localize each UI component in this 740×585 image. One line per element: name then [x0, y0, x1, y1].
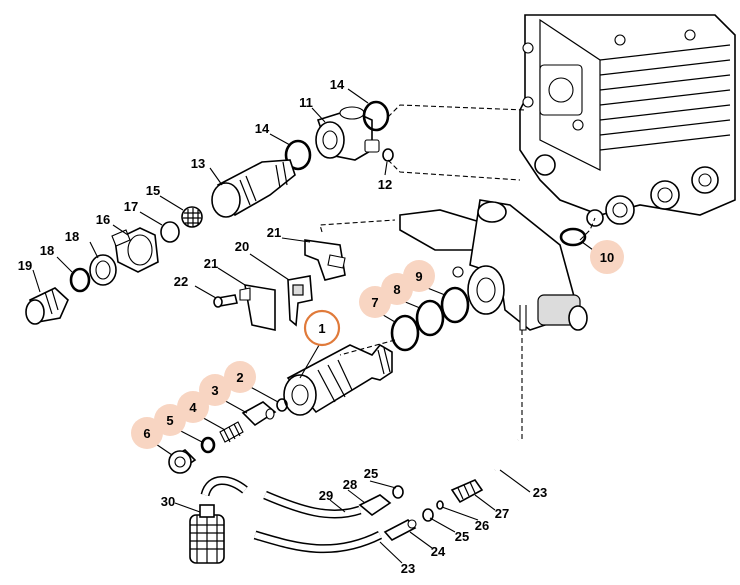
clip-20	[287, 275, 313, 327]
bracket-21-bottom	[239, 284, 276, 331]
o-ring-14-left	[284, 139, 312, 171]
suction-filter-30	[189, 504, 225, 564]
callout-2[interactable]: 2	[236, 370, 243, 385]
o-ring-12	[382, 148, 394, 162]
callout-15[interactable]: 15	[146, 183, 160, 198]
hose-nipple-19	[25, 287, 69, 325]
callout-23-bottom[interactable]: 23	[401, 561, 415, 576]
o-ring-18-left	[69, 267, 91, 293]
callout-25-top[interactable]: 25	[364, 466, 378, 481]
plug-6	[168, 449, 197, 474]
coupling-16	[111, 227, 159, 273]
o-ring-10	[559, 227, 587, 247]
valve-cartridge	[283, 343, 393, 416]
bracket-21-top	[304, 239, 346, 281]
callout-highlights	[131, 240, 624, 449]
o-ring-8	[415, 299, 445, 337]
fitting-27	[450, 479, 484, 504]
callout-26[interactable]: 26	[475, 518, 489, 533]
pump-housing	[519, 14, 736, 227]
o-ring-7	[390, 314, 420, 352]
callout-19[interactable]: 19	[18, 258, 32, 273]
callout-7[interactable]: 7	[371, 295, 378, 310]
callout-21-bottom[interactable]: 21	[204, 256, 218, 271]
callout-14-left[interactable]: 14	[255, 121, 270, 136]
callout-23-right[interactable]: 23	[533, 485, 547, 500]
callout-14-top[interactable]: 14	[330, 77, 345, 92]
o-ring-5	[200, 436, 216, 454]
assembly-lines	[319, 104, 596, 440]
callout-5[interactable]: 5	[166, 413, 173, 428]
filter-15	[181, 206, 203, 228]
callout-3[interactable]: 3	[211, 383, 218, 398]
callout-27[interactable]: 27	[495, 506, 509, 521]
callout-29[interactable]: 29	[319, 488, 333, 503]
callout-24[interactable]: 24	[431, 544, 446, 559]
spring-4	[219, 421, 244, 443]
callout-20[interactable]: 20	[235, 239, 249, 254]
callout-4[interactable]: 4	[189, 400, 197, 415]
valve-seat-3	[241, 401, 277, 427]
callout-11[interactable]: 11	[299, 95, 313, 110]
fitting-28	[358, 494, 392, 516]
callout-18-right[interactable]: 18	[65, 229, 79, 244]
callout-16[interactable]: 16	[96, 212, 110, 227]
ring-26	[436, 500, 444, 510]
screw-22	[213, 294, 238, 308]
callout-30[interactable]: 30	[161, 494, 175, 509]
callout-12[interactable]: 12	[378, 177, 392, 192]
o-ring-2	[276, 398, 288, 412]
nipple-fitting-13	[211, 159, 296, 218]
callout-25-bottom[interactable]: 25	[455, 529, 469, 544]
o-ring-14-top	[362, 100, 390, 132]
elbow-fitting-11	[315, 106, 380, 161]
callout-13[interactable]: 13	[191, 156, 205, 171]
callout-21-top[interactable]: 21	[267, 225, 281, 240]
ring-18-right	[89, 254, 117, 286]
o-ring-17	[160, 221, 180, 243]
o-ring-25-bottom	[422, 508, 434, 522]
fitting-24	[383, 518, 417, 542]
callout-18-left[interactable]: 18	[40, 243, 54, 258]
callout-8[interactable]: 8	[393, 282, 400, 297]
callout-6[interactable]: 6	[143, 426, 150, 441]
callout-17[interactable]: 17	[124, 199, 138, 214]
callout-10[interactable]: 10	[600, 250, 614, 265]
callout-9[interactable]: 9	[415, 269, 422, 284]
callout-1[interactable]: 1	[318, 321, 325, 336]
o-ring-25-top	[392, 485, 404, 499]
o-ring-9	[440, 286, 470, 324]
callout-28[interactable]: 28	[343, 477, 357, 492]
callout-22[interactable]: 22	[174, 274, 188, 289]
callout-labels: 1 2 3 4 5 6 7 8 9 10 11 12 13 14 14 15 1…	[18, 77, 614, 576]
valve-block	[399, 199, 588, 331]
